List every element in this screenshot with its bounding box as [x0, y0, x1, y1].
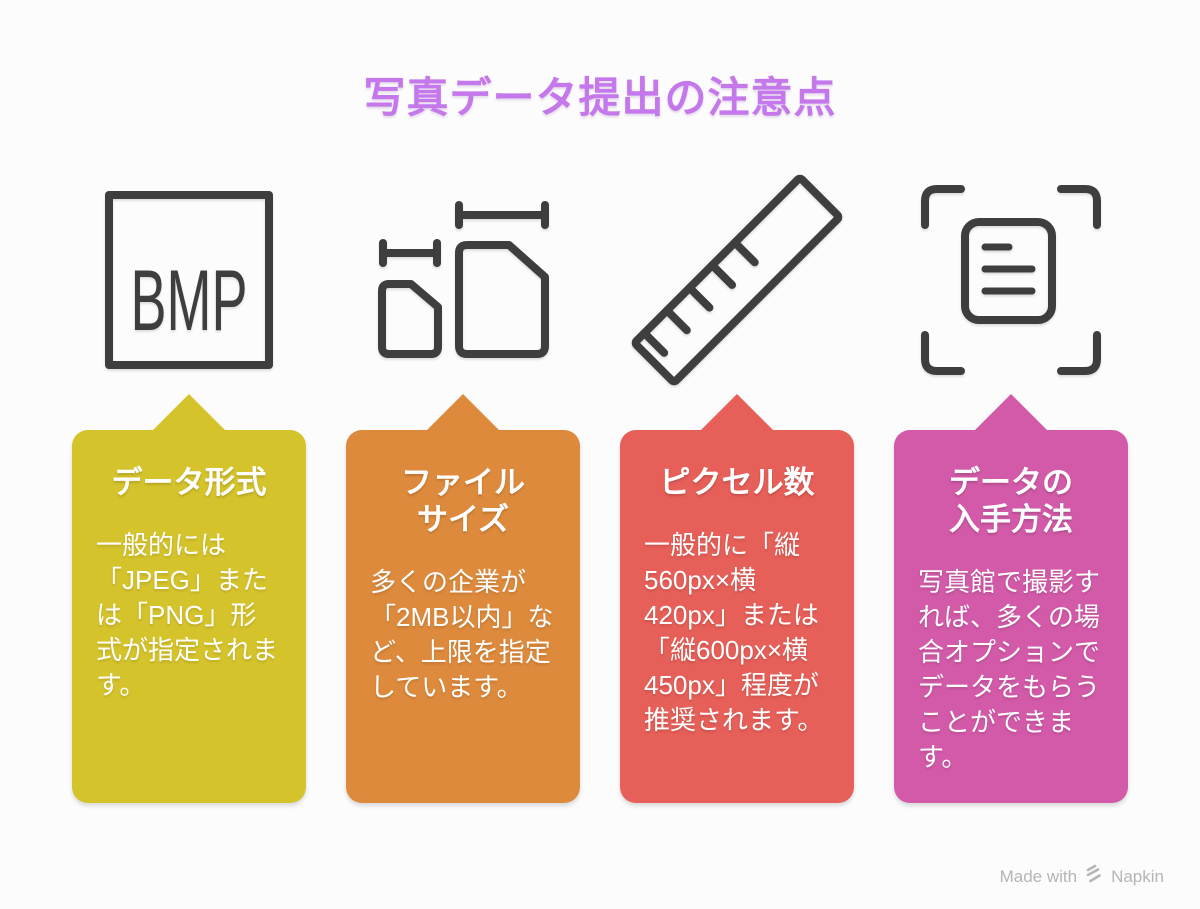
document-scan-icon: [921, 185, 1101, 375]
card-body-text: 写真館で撮影すれば、多くの場合オプションでデータをもらうことができます。: [918, 567, 1101, 772]
card-pointer-notch: [975, 394, 1047, 430]
file-size-compare-icon: [373, 185, 553, 375]
column-data-format: BMP データ形式 一般的には「JPEG」または「PNG」形式が指定されます。: [72, 185, 306, 803]
card-body-text: 一般的に「縦560px×横420px」または「縦600px×横450px」程度が…: [644, 530, 824, 735]
large-file-shape: [455, 240, 549, 358]
bracket-bottom-right: [1057, 331, 1101, 375]
card-heading: ピクセル数: [659, 465, 815, 500]
bmp-image-format-icon: BMP: [104, 185, 274, 375]
card-data-acquisition: データの 入手方法 写真館で撮影すれば、多くの場合オプションでデータをもらうこと…: [894, 430, 1128, 803]
bracket-top-right: [1057, 185, 1101, 229]
card-heading: データの 入手方法: [949, 465, 1073, 537]
card-pointer-notch: [427, 394, 499, 430]
bracket-bottom-left: [921, 331, 965, 375]
card-body-text: 一般的には「JPEG」または「PNG」形式が指定されます。: [96, 530, 279, 700]
card-pixel-count: ピクセル数 一般的に「縦560px×横420px」または「縦600px×横450…: [620, 430, 854, 803]
bmp-frame: [105, 191, 273, 369]
ruler-body: [631, 174, 843, 386]
card-heading: データ形式: [111, 465, 267, 500]
napkin-brand-text: Napkin: [1111, 866, 1164, 886]
made-with-napkin-credit: Made with Napkin: [1000, 864, 1164, 889]
card-file-size: ファイル サイズ 多くの企業が「2MB以内」など、上限を指定しています。: [346, 430, 580, 803]
page-title: 写真データ提出の注意点: [363, 74, 837, 121]
bracket-top-left: [921, 185, 965, 229]
column-pixel-count: ピクセル数 一般的に「縦560px×横420px」または「縦600px×横450…: [620, 174, 854, 803]
document-shape: [961, 218, 1056, 324]
made-with-text: Made with: [999, 866, 1078, 886]
card-heading: ファイル サイズ: [401, 465, 525, 537]
card-pointer-notch: [701, 394, 773, 430]
cards-row: BMP データ形式 一般的には「JPEG」または「PNG」形式が指定されます。: [72, 174, 1128, 803]
column-file-size: ファイル サイズ 多くの企業が「2MB以内」など、上限を指定しています。: [346, 185, 580, 803]
bmp-label: BMP: [131, 253, 248, 349]
card-data-format: データ形式 一般的には「JPEG」または「PNG」形式が指定されます。: [72, 430, 306, 803]
column-data-acquisition: データの 入手方法 写真館で撮影すれば、多くの場合オプションでデータをもらうこと…: [894, 185, 1128, 803]
card-pointer-notch: [153, 394, 225, 430]
napkin-logo-icon: [1084, 864, 1104, 889]
small-file-shape: [378, 279, 442, 358]
ruler-icon: [631, 174, 843, 386]
card-body-text: 多くの企業が「2MB以内」など、上限を指定しています。: [370, 567, 554, 702]
